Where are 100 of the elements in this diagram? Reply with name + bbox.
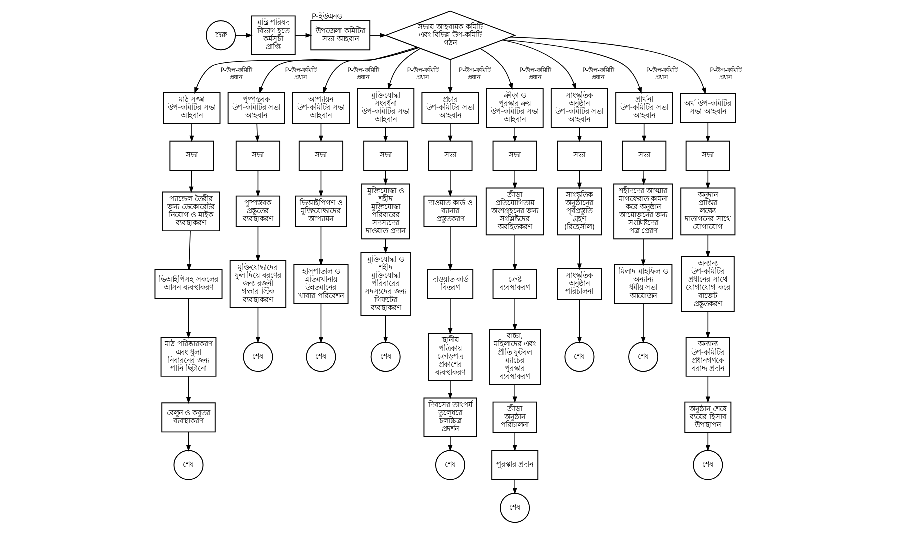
node-box: সভা: [492, 140, 537, 171]
node-circle: শেষ: [628, 342, 658, 372]
node-box: ভিআইপিগণ ও মুক্তিযোদ্ধাদের আপ্যায়ন: [294, 196, 347, 228]
arrow: [186, 376, 191, 404]
node-box: দাওয়াত কার্ড বিতরণ: [426, 269, 474, 300]
node-box: দিবসের তাৎপর্য তুলেধরে চলচ্চিত্র প্রদর্শন: [423, 398, 477, 438]
arrow: [318, 123, 323, 142]
node-circle: শেষ: [306, 342, 336, 372]
arrow: [480, 48, 513, 90]
arrow: [383, 316, 388, 344]
node-box: ক্রীড়া ও পুরস্কার ক্রয় উপ-কমিটির সভা আহবান: [486, 88, 544, 128]
arrow: [502, 40, 642, 94]
node-box: সাংস্কৃতিক অনুষ্ঠানের পূর্বপ্রস্তুতি গ্রহণ (রিহের্সাল): [556, 188, 602, 236]
node-box: হাসপাতাল ও এতিমখানায় উন্নতমানের খাবার পরিবেশন: [293, 264, 348, 304]
node-box: সাংস্কৃতিক অনুষ্ঠান পরিচালনা: [556, 268, 602, 300]
arrow: [448, 298, 452, 335]
arrow: [294, 33, 312, 38]
node-box: প্রচার উপ-কমিটির সভা আহবান: [421, 92, 479, 124]
arrow: [512, 384, 517, 404]
arrow: [642, 123, 646, 142]
arrow: [383, 238, 388, 254]
node-diamond: সভায় আহবায়ক কমিটি এবং বিভিন্ন উপ-কমিটি গঠন: [384, 10, 516, 60]
node-box: মাঠ সজ্জা উপ-কমিটির সভা আহবান: [162, 92, 220, 124]
arrow: [640, 238, 646, 266]
arrow: [448, 380, 452, 400]
arrow: [640, 303, 646, 344]
arrow: [255, 170, 260, 198]
node-box: সভা: [363, 140, 408, 171]
arrow: [322, 47, 417, 94]
arrow: [369, 33, 386, 38]
arrow: [255, 226, 260, 262]
arrow: [512, 170, 517, 190]
arrow: [258, 48, 418, 94]
arrow: [189, 123, 194, 142]
arrow: [318, 226, 323, 266]
arrow: [383, 127, 388, 142]
node-circle: শেষ: [434, 450, 465, 480]
arrow: [448, 60, 452, 94]
arrow: [186, 230, 192, 271]
node-box: সভা: [169, 140, 214, 171]
arrow: [186, 432, 191, 452]
node-circle: শুরু: [206, 20, 236, 51]
node-box: ক্রেষ্ট ব্যবস্থাকরণ: [492, 269, 537, 300]
node-circle: শেষ: [370, 342, 400, 372]
arrow: [512, 234, 517, 271]
arrow: [194, 48, 419, 94]
arrow: [576, 234, 582, 270]
arrow: [318, 170, 323, 198]
node-box: সাংস্কৃতিক অনুষ্ঠান উপ-কমিটির সভা আহবান: [550, 88, 608, 128]
arrow: [705, 311, 710, 339]
node-box: মুক্তিযোদ্ধাদের ফুল দিয়ে বরণের জন্য রজনী গন্ধার স্টিক ব্যবস্থাকরণ: [229, 260, 286, 308]
node-box: অর্থ উপ-কমিটির সভা আহবান: [680, 93, 736, 124]
arrow: [318, 303, 323, 344]
node-box: পুষ্পস্তবক প্রস্তুতের ব্যবস্থাকরণ: [235, 196, 280, 228]
arrow: [705, 122, 710, 143]
node-box: মিলাদ মাহফিল ও অন্যান্য ধর্মীয় সভা আয়োজন: [614, 264, 672, 304]
arrow: [576, 170, 582, 190]
node-circle: শেষ: [692, 450, 723, 480]
arrow: [188, 170, 194, 194]
node-box: স্থানীয় পত্রিকায় ক্রোড়পত্র প্রকাশের ব্যবস্থাকরণ: [428, 333, 472, 381]
node-box: ভিআইপিসহ সকলের আসন ব্যবস্থাকরণ: [154, 269, 222, 300]
arrow: [448, 123, 452, 142]
node-box: সভা: [428, 140, 472, 171]
arrow: [254, 123, 260, 142]
node-box: সভা: [298, 140, 344, 171]
arrow: [448, 170, 452, 198]
node-box: প্রার্থনা উপ-কমিটির সভা আহবান: [615, 92, 673, 124]
arrow: [705, 376, 710, 404]
node-box: সভা: [685, 140, 730, 171]
node-box: বাচ্চা, মহিলাদের এবং প্রীতি ফুটবল ম্যাচের পুরস্কার ব্যবস্থাকরণ: [488, 329, 541, 386]
node-circle: শেষ: [173, 450, 204, 480]
node-box: অন্যান্য উপ-কমিটির প্রধানের সাথে যোগাযোগ করে বাজেট প্রস্তুতকরণ: [680, 256, 734, 312]
arrow: [255, 308, 260, 344]
node-box: মুক্তিযোদ্ধা ও শহীদ মুক্তিযোদ্ধা পরিবারের সদস্যদের জন্য গিফটের ব্যবস্থাকরণ: [360, 252, 410, 316]
arrow: [510, 36, 706, 95]
arrow: [512, 298, 517, 331]
node-box: মাঠ পরিষ্কারকরণ এবং ধুলা নিবারনের জন্য পানি ছিটানো: [160, 337, 216, 377]
node-box: পুষ্পস্তবক উপ-কমিটির সভা আহবান: [227, 92, 285, 124]
node-box: শহীদদের আত্মার মাগফেরাত কামনা করে অনুষ্ঠান আয়োজনের জন্য সংশ্লিষ্টদের পত্র প্রেরণ: [613, 184, 673, 240]
arrow: [387, 48, 420, 90]
arrow: [512, 127, 517, 142]
node-box: পুরস্কার প্রদান: [491, 450, 538, 480]
arrow: [383, 170, 388, 186]
node-box: দাওয়াত কার্ড ও ব্যানার প্রস্তুতকরণ: [423, 196, 477, 228]
node-box: প্যান্ডেল তৈরীর জন্য ডেকোরেটর নিয়োগ ও মাইক ব্যবস্থাকরণ: [162, 192, 220, 232]
node-box: ক্রীড়া অনুষ্ঠান পরিচালনা: [492, 402, 537, 434]
arrow: [641, 170, 646, 186]
node-box: সভা: [622, 140, 666, 171]
arrow: [512, 480, 517, 495]
node-box: আপ্যায়ন উপ-কমিটির সভা আহবান: [292, 92, 350, 124]
node-box: ক্রীড়া প্রতিযোগিতায় অংশগ্রহনের জন্য সংশ্লিষ্টদের অবহিতকরণ: [485, 188, 544, 236]
node-box: সভা: [235, 140, 280, 171]
arrow: [448, 226, 452, 272]
arrow: [186, 298, 191, 339]
node-box: অনুষ্ঠান শেষে ব্যয়ের হিসাব উপস্থাপন: [684, 402, 732, 434]
arrow: [705, 432, 710, 452]
node-box: উপজেলা কমিটির সভা আহবান: [310, 20, 370, 51]
arrow: [448, 436, 452, 452]
node-label: P-ইউএনও: [311, 12, 342, 21]
node-box: অনুদান প্রাপ্তির লক্ষ্যে দাতাগনের সাথে যোগাযোগ: [680, 188, 736, 236]
